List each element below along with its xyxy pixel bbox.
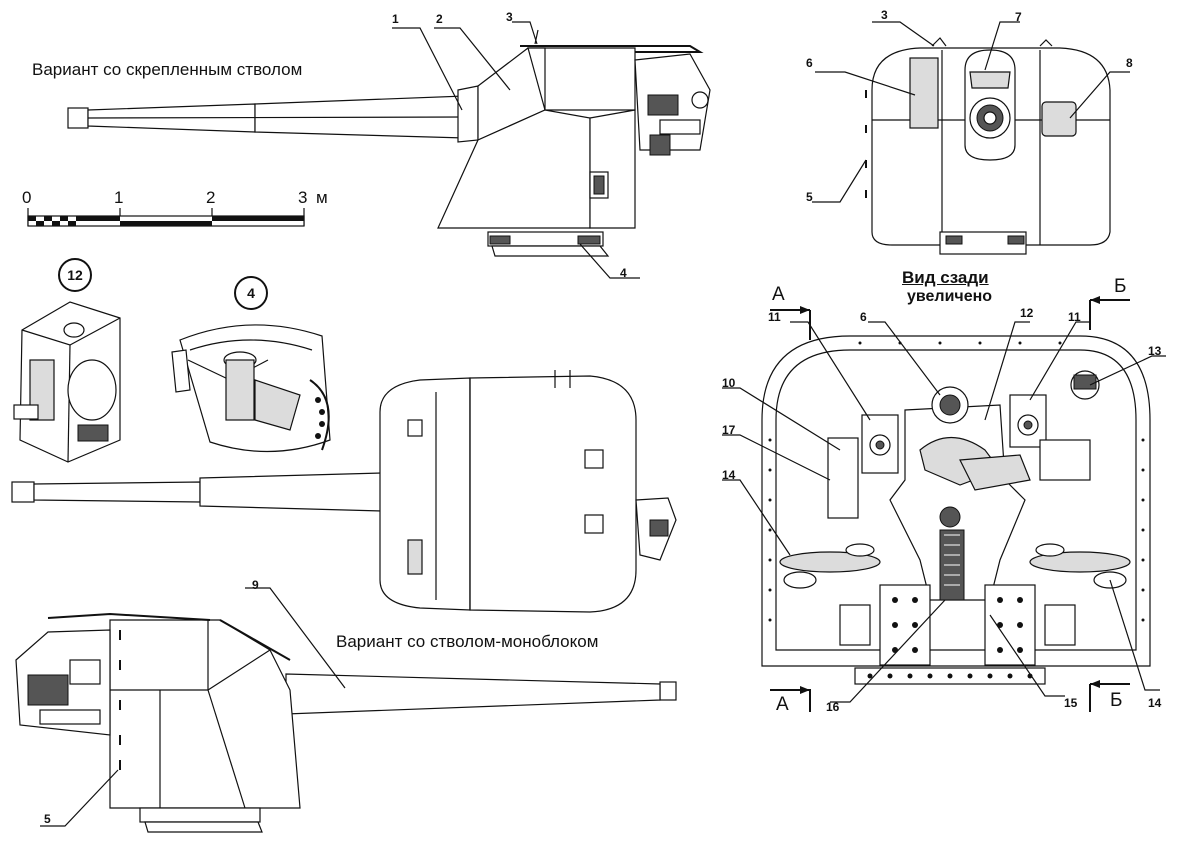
caption-variant-monoblock: Вариант со стволом-моноблоком [336,632,599,651]
scale-tick-3: 3 [298,188,308,207]
callout-4: 4 [620,266,627,280]
section-mark-a-top: А [772,284,785,305]
detail-label-12: 12 [58,258,92,292]
callout-mono-5: 5 [44,812,51,826]
scale-tick-2: 2 [206,188,216,207]
detail-label-4: 4 [234,276,268,310]
caption-enlarged: увеличено [907,288,993,305]
detail-4-pedestal-ring [171,324,331,453]
callout-front-3: 3 [881,8,888,22]
callout-front-7: 7 [1015,10,1022,24]
section-mark-b-top: Б [1114,276,1127,297]
callout-front-6: 6 [806,56,813,70]
callout-2: 2 [436,12,443,26]
side-view-fixed-barrel [67,29,711,257]
callout-rear-15: 15 [1064,696,1078,710]
caption-rear-view: Вид сзади [902,268,989,287]
callout-front-8: 8 [1126,56,1133,70]
callout-front-5: 5 [806,190,813,204]
caption-variant-fixed-barrel: Вариант со скрепленным стволом [32,60,303,79]
top-view [11,370,677,613]
callout-3: 3 [506,10,513,24]
scale-unit: м [316,188,328,207]
callout-rear-13: 13 [1148,344,1162,358]
callout-rear-14-right: 14 [1148,696,1162,710]
front-view [865,37,1111,255]
section-mark-a-bottom: А [776,694,789,715]
callout-rear-16: 16 [826,700,840,714]
section-mark-b-bottom: Б [1110,690,1123,711]
callout-9: 9 [252,578,259,592]
callout-1: 1 [392,12,399,26]
scale-bar [27,208,305,227]
callout-rear-14-left: 14 [722,468,736,482]
callout-rear-17: 17 [722,423,736,437]
callout-rear-12: 12 [1020,306,1034,320]
callout-rear-11-left: 11 [768,310,781,324]
detail-12-cradle [13,301,121,463]
callout-rear-10: 10 [722,376,736,390]
callout-rear-6: 6 [860,310,867,324]
scale-tick-1: 1 [114,188,124,207]
side-view-monoblock [15,612,677,833]
scale-tick-0: 0 [22,188,32,207]
leader-lines [40,21,1166,827]
callout-rear-11-right: 11 [1068,310,1081,324]
rear-view [761,296,1151,712]
